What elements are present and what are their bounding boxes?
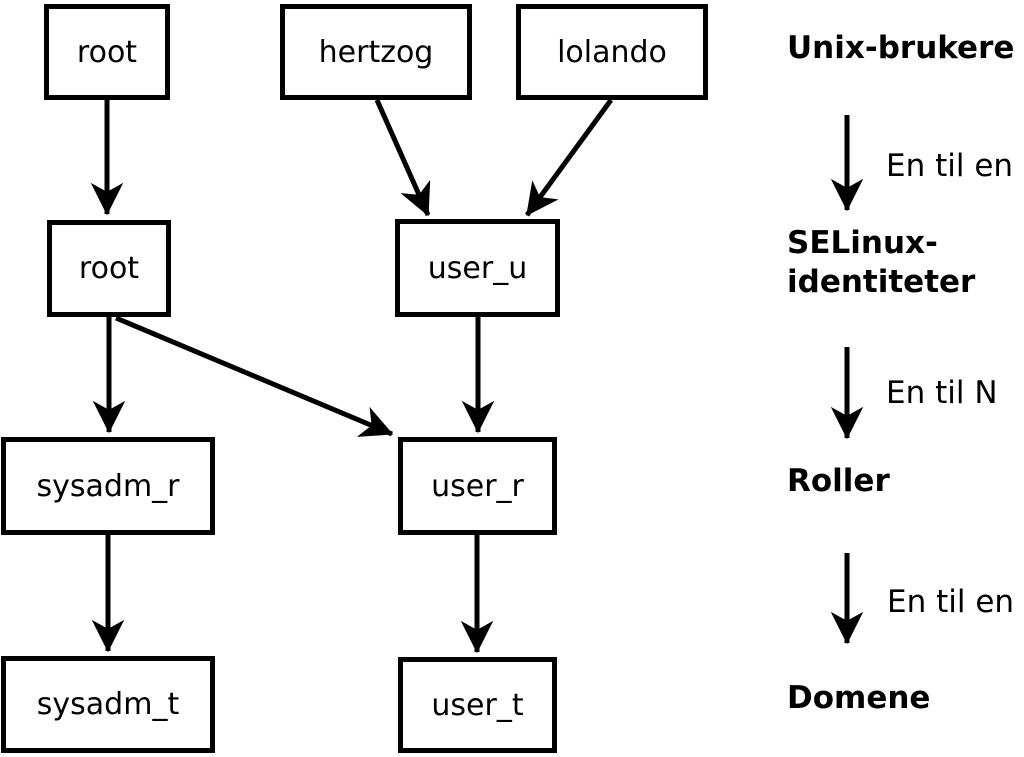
legend-caption-one-to-one-2: En til en bbox=[887, 584, 1015, 620]
node-unix-hertzog: hertzog bbox=[280, 4, 472, 100]
node-selinux-user-u-label: user_u bbox=[427, 250, 528, 286]
node-unix-root: root bbox=[44, 4, 170, 100]
node-role-sysadm-r: sysadm_r bbox=[1, 437, 215, 535]
node-unix-lolando-label: lolando bbox=[557, 34, 667, 70]
legend-selinux-identities: SELinux- identiteter bbox=[787, 225, 976, 300]
node-role-user-r-label: user_r bbox=[431, 468, 524, 504]
legend-domains: Domene bbox=[787, 680, 931, 716]
node-unix-root-label: root bbox=[76, 34, 138, 70]
legend-caption-one-to-one-1: En til en bbox=[886, 148, 1014, 184]
legend-roles: Roller bbox=[787, 463, 890, 499]
node-selinux-root-label: root bbox=[78, 251, 140, 286]
node-unix-lolando: lolando bbox=[516, 4, 708, 100]
node-role-user-r: user_r bbox=[398, 437, 557, 535]
arrow-lolando-to-user-u bbox=[524, 98, 614, 217]
node-selinux-root: root bbox=[47, 220, 171, 317]
arrow-hertzog-to-user-u bbox=[374, 98, 431, 217]
node-role-sysadm-r-label: sysadm_r bbox=[36, 468, 180, 504]
node-domain-sysadm-t-label: sysadm_t bbox=[36, 687, 180, 722]
node-selinux-user-u: user_u bbox=[395, 219, 560, 317]
node-domain-user-t: user_t bbox=[398, 657, 557, 753]
legend-caption-one-to-n: En til N bbox=[886, 375, 998, 411]
node-unix-hertzog-label: hertzog bbox=[318, 34, 434, 70]
node-domain-user-t-label: user_t bbox=[431, 687, 524, 723]
legend-unix-users: Unix-brukere bbox=[787, 30, 1015, 66]
node-domain-sysadm-t: sysadm_t bbox=[1, 656, 215, 753]
arrow-root-to-user-r bbox=[115, 315, 394, 437]
